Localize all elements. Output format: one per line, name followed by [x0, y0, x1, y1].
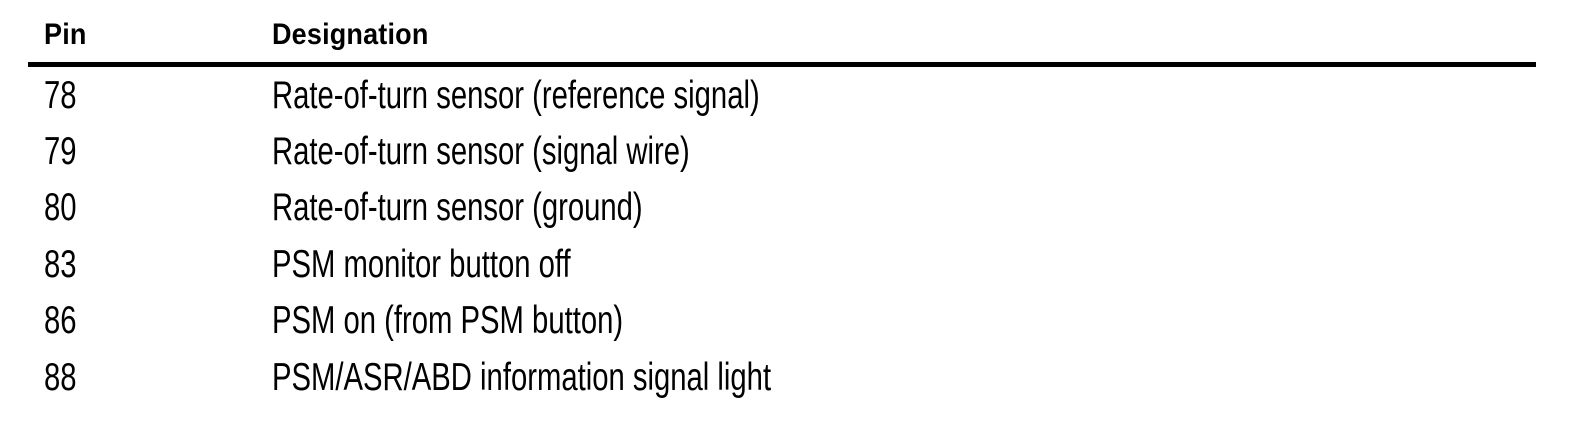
designation-value: Rate-of-turn sensor (ground) [272, 186, 643, 230]
pin-cell: 78 [44, 76, 272, 115]
pin-value: 83 [44, 242, 77, 286]
table-row: 83 PSM monitor button off [0, 236, 1584, 292]
designation-value: PSM on (from PSM button) [272, 299, 624, 343]
column-header-pin-label: Pin [44, 18, 87, 51]
designation-cell: PSM on (from PSM button) [272, 301, 1584, 340]
designation-cell: Rate-of-turn sensor (reference signal) [272, 76, 1584, 115]
table-row: 86 PSM on (from PSM button) [0, 293, 1584, 349]
pin-value: 88 [44, 355, 77, 399]
designation-cell: Rate-of-turn sensor (ground) [272, 188, 1584, 227]
pin-value: 86 [44, 299, 77, 343]
designation-value: PSM monitor button off [272, 242, 571, 286]
pin-cell: 83 [44, 245, 272, 284]
table-row: 80 Rate-of-turn sensor (ground) [0, 180, 1584, 236]
column-header-designation: Designation [272, 20, 1584, 50]
pin-value: 80 [44, 186, 77, 230]
pin-designation-table: Pin Designation 78 Rate-of-turn sensor (… [0, 0, 1584, 405]
designation-value: Rate-of-turn sensor (reference signal) [272, 73, 760, 117]
pin-cell: 86 [44, 301, 272, 340]
table-row: 88 PSM/ASR/ABD information signal light [0, 349, 1584, 405]
designation-cell: PSM monitor button off [272, 245, 1584, 284]
column-header-designation-label: Designation [272, 18, 429, 51]
designation-cell: PSM/ASR/ABD information signal light [272, 358, 1584, 397]
designation-value: Rate-of-turn sensor (signal wire) [272, 130, 690, 174]
column-header-pin: Pin [44, 20, 272, 50]
header-rule [28, 62, 1536, 67]
pin-value: 78 [44, 73, 77, 117]
pin-cell: 88 [44, 358, 272, 397]
pin-cell: 79 [44, 132, 272, 171]
designation-cell: Rate-of-turn sensor (signal wire) [272, 132, 1584, 171]
table-header-row: Pin Designation [0, 0, 1584, 62]
table-row: 78 Rate-of-turn sensor (reference signal… [0, 67, 1584, 123]
table-row: 79 Rate-of-turn sensor (signal wire) [0, 123, 1584, 179]
pin-value: 79 [44, 130, 77, 174]
pin-cell: 80 [44, 188, 272, 227]
designation-value: PSM/ASR/ABD information signal light [272, 355, 772, 399]
